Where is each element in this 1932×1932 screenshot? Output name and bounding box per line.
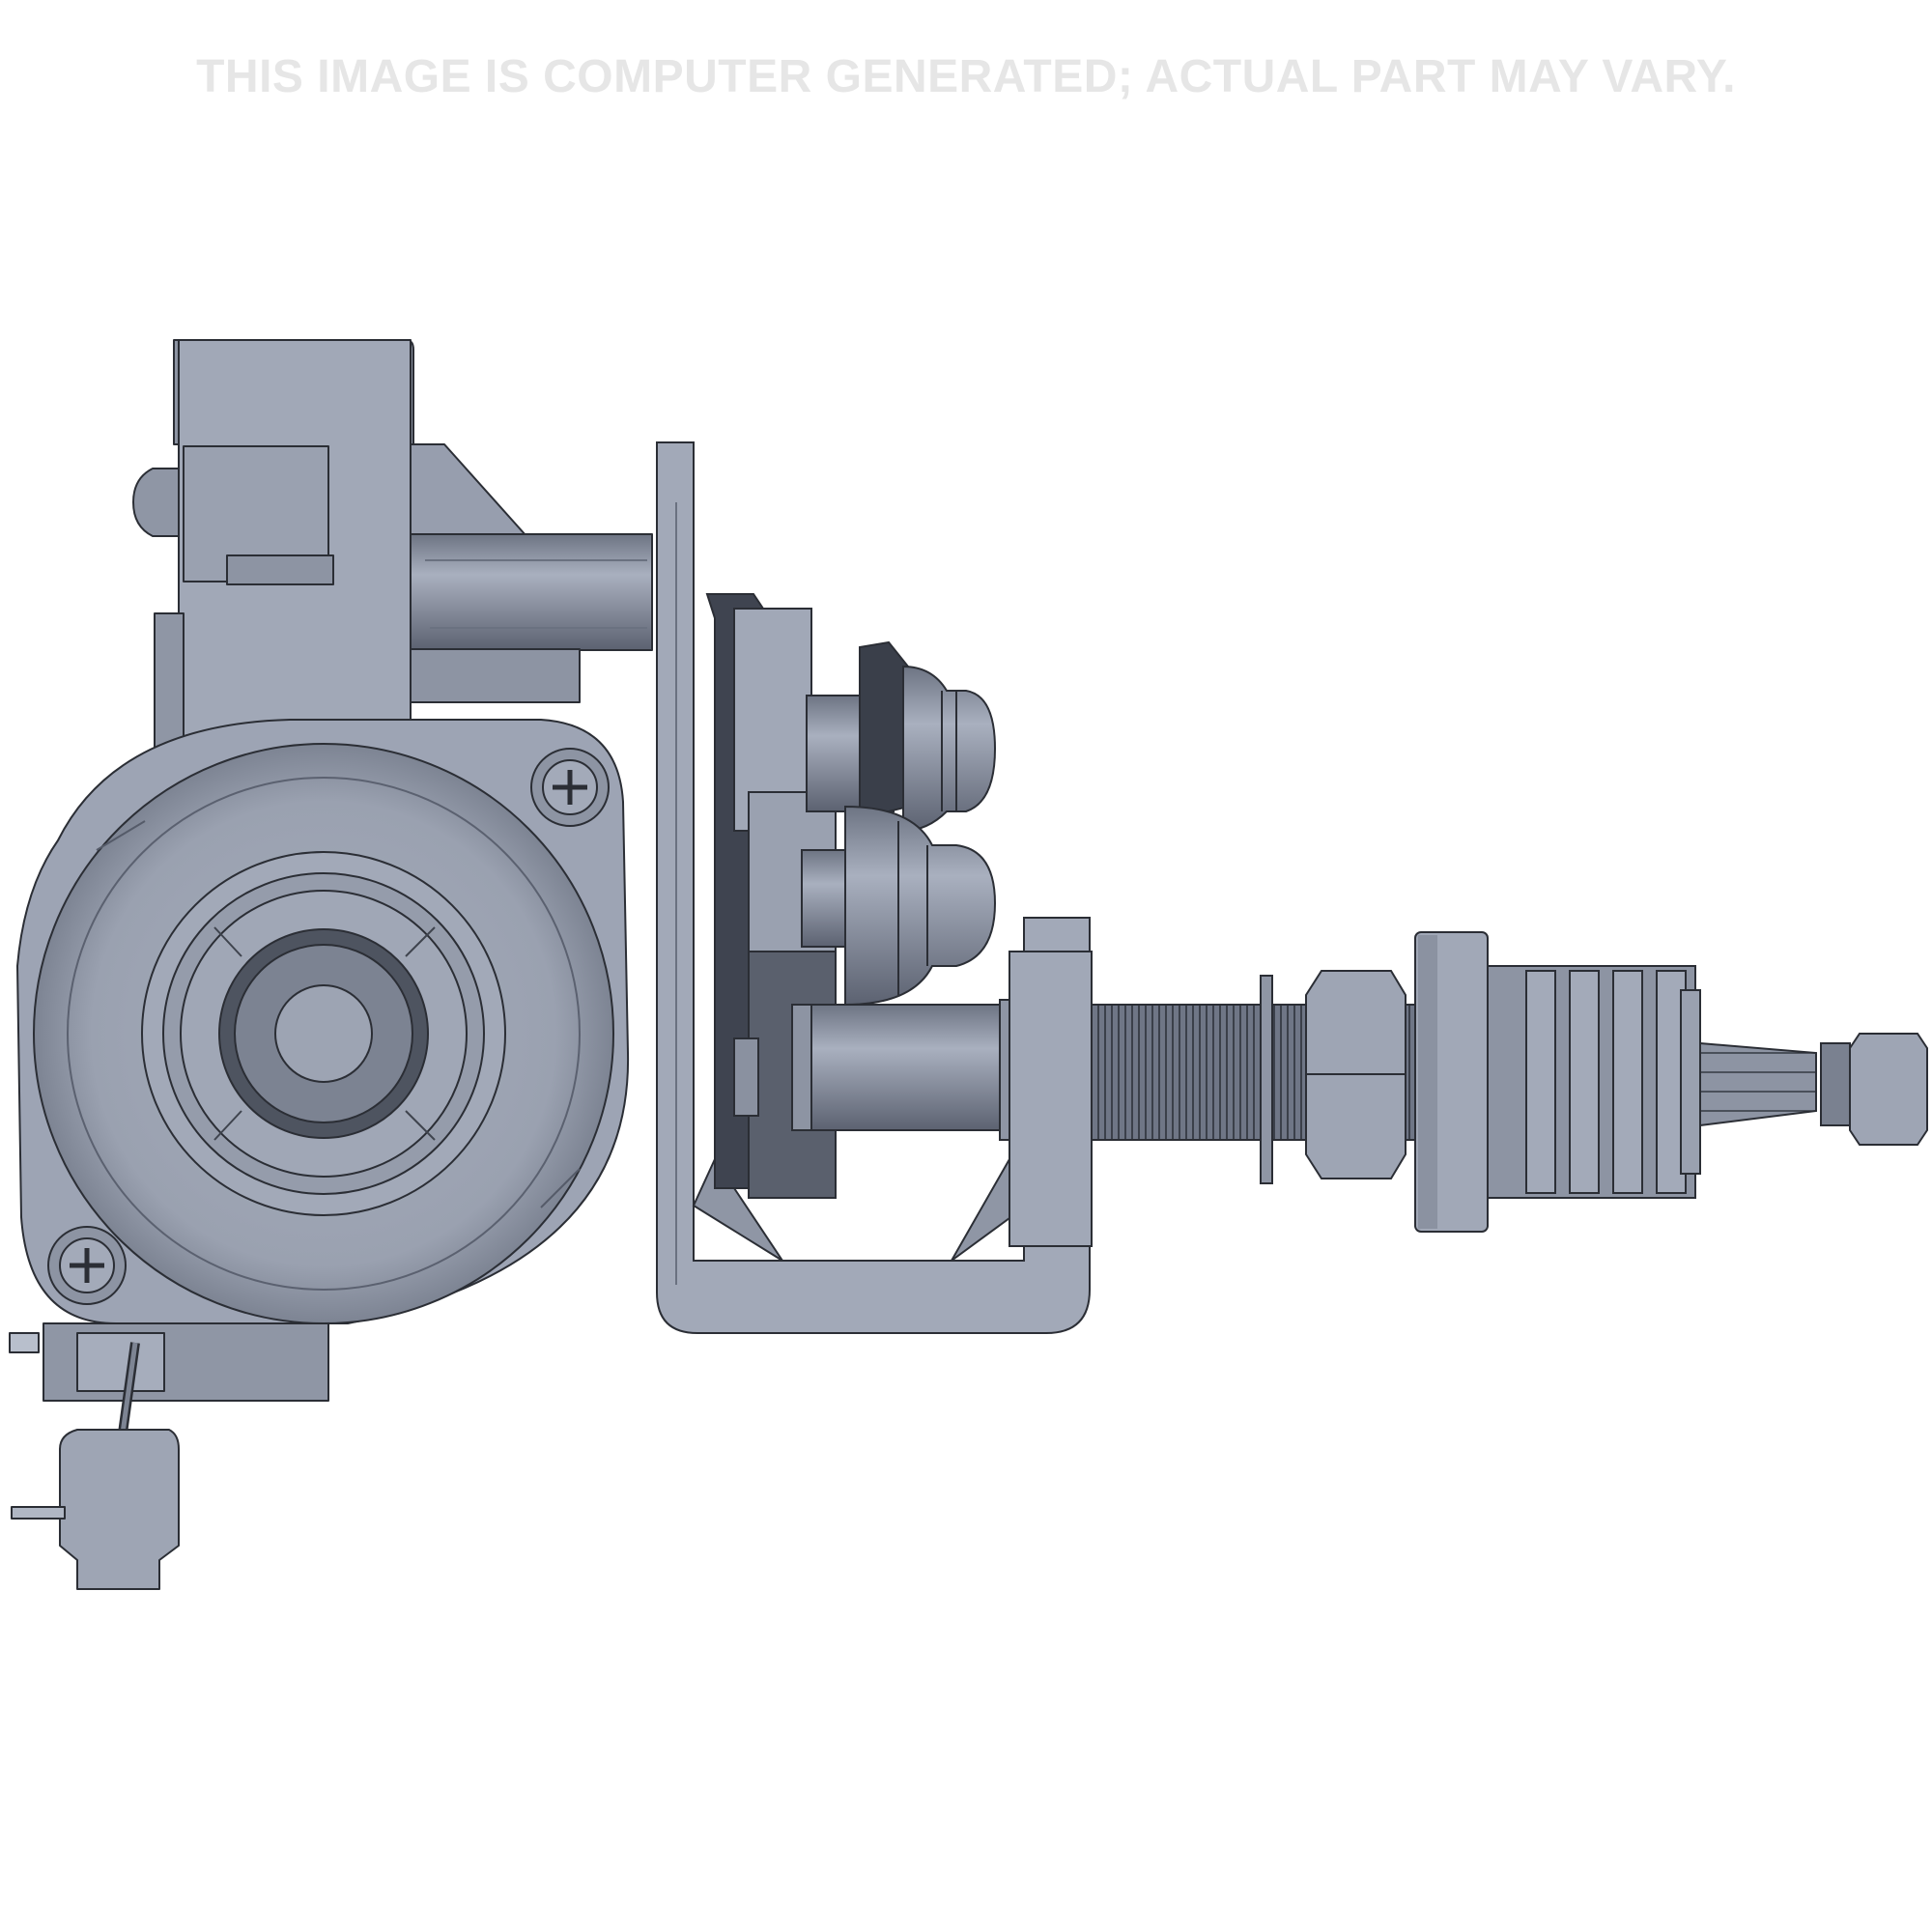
screw-lower-left bbox=[47, 1226, 127, 1305]
valve-middle-cap bbox=[844, 805, 997, 1007]
post-collar bbox=[1009, 951, 1093, 1247]
housing-lug-ledge bbox=[226, 554, 334, 585]
valve-lower-body bbox=[806, 1004, 1001, 1131]
valve-upper-gasket bbox=[859, 640, 909, 812]
valve-cluster bbox=[705, 593, 1049, 1199]
electrical-connector bbox=[59, 1429, 180, 1590]
screw-upper-right bbox=[530, 748, 610, 827]
upper-arm-lower bbox=[410, 648, 581, 703]
gusset-upper bbox=[410, 443, 527, 537]
upper-arm bbox=[410, 533, 653, 651]
threaded-post bbox=[1009, 931, 1928, 1247]
valve-upper-cap bbox=[902, 665, 997, 833]
motor-assembly bbox=[9, 339, 653, 1590]
tip-nut bbox=[1849, 1033, 1928, 1146]
motor-hub bbox=[274, 984, 373, 1083]
disclaimer-watermark: THIS IMAGE IS COMPUTER GENERATED; ACTUAL… bbox=[196, 51, 1736, 102]
tip-spring bbox=[1820, 1042, 1851, 1126]
splined-tip bbox=[1699, 1041, 1817, 1127]
lug-bolt bbox=[132, 468, 180, 537]
post-washer bbox=[1260, 975, 1273, 1184]
